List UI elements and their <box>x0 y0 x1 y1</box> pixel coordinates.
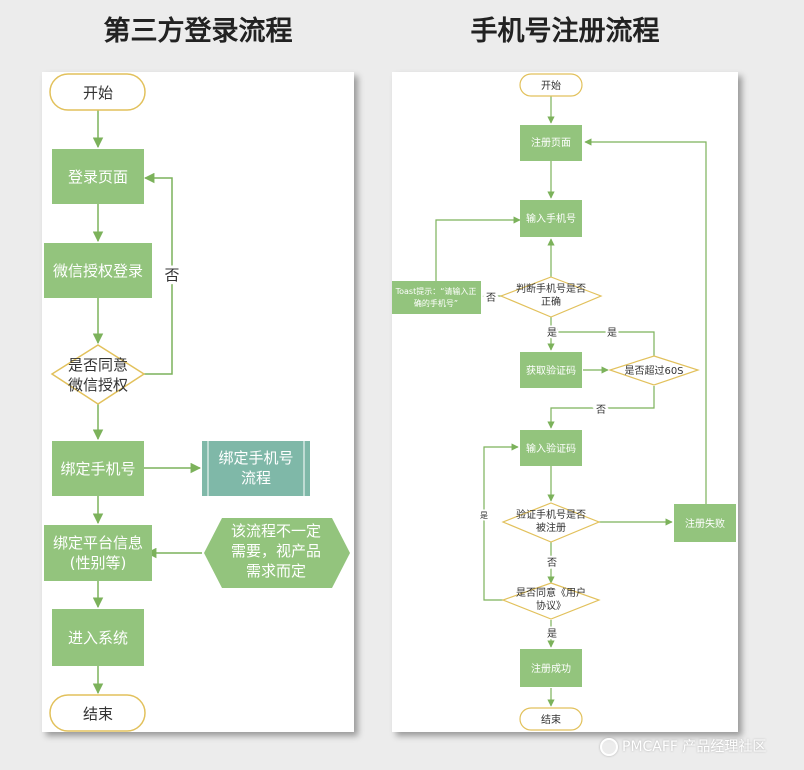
r-node-check-phone <box>499 276 603 318</box>
r-node-agree-line2: 协议》 <box>536 599 566 612</box>
r-node-register-fail <box>674 504 736 542</box>
r-edge-fail-reg <box>584 138 707 504</box>
label-no: 否 <box>164 266 179 284</box>
r-node-check-line1: 判断手机号是否 <box>516 282 586 295</box>
r-node-over-60s <box>608 355 700 386</box>
node-note-line1: 该流程不一定 <box>231 522 321 540</box>
r-node-verify-line1: 验证手机号是否 <box>516 508 586 521</box>
r-node-toast-line2: 确的手机号” <box>414 298 458 308</box>
r-edge-60s-yes <box>550 328 655 357</box>
r-node-end <box>519 707 583 731</box>
r-node-toast <box>392 281 481 314</box>
node-note-hexagon <box>204 518 350 588</box>
r-edge-toast-input <box>435 216 521 281</box>
r-node-over-60s-label: 是否超过60S <box>624 364 683 377</box>
r-node-agree <box>501 582 601 620</box>
right-flow-svg: 开始 注册页面 输入手机号 判断手机号是否 正确 Toast提示：“请输入正 确… <box>392 73 736 731</box>
r-label-no-2: 否 <box>596 404 606 416</box>
r-node-start <box>519 73 583 97</box>
node-end <box>49 694 146 732</box>
r-node-register-page-label: 注册页面 <box>531 136 571 149</box>
left-flow-svg: 开始 登录页面 微信授权登录 是否同意 微信授权 否 绑定手机号 绑定手机号 流… <box>44 73 350 732</box>
r-node-register-success-label: 注册成功 <box>531 662 571 675</box>
node-bind-flow-line2: 流程 <box>241 469 271 487</box>
r-node-toast-line1: Toast提示：“请输入正 <box>395 286 477 296</box>
watermark: PMCAFF 产品经理社区 <box>600 736 800 758</box>
third-party-login-flowchart: 开始 登录页面 微信授权登录 是否同意 微信授权 否 绑定手机号 绑定手机号 流… <box>42 72 354 732</box>
r-node-start-label: 开始 <box>541 79 561 92</box>
r-edge-agree-loop <box>483 443 519 601</box>
r-node-input-code <box>520 430 582 466</box>
node-enter-system-label: 进入系统 <box>68 629 128 647</box>
node-agree-decision <box>50 344 146 405</box>
r-node-input-phone <box>520 200 582 237</box>
r-node-end-label: 结束 <box>541 713 561 726</box>
r-node-get-code <box>520 352 582 388</box>
node-start-label: 开始 <box>83 84 113 102</box>
r-node-register-page <box>520 125 582 161</box>
r-label-yes-1: 是 <box>547 327 557 339</box>
node-bind-platform-line1: 绑定平台信息 <box>53 534 143 552</box>
node-wechat-auth-label: 微信授权登录 <box>53 262 143 280</box>
r-label-no-3: 否 <box>547 557 557 569</box>
node-wechat-auth <box>44 243 152 298</box>
node-agree-line1: 是否同意 <box>68 356 128 374</box>
node-note-line2: 需要，视产品 <box>231 542 321 560</box>
node-enter-system <box>52 609 144 666</box>
r-node-verify <box>501 502 601 543</box>
r-label-yes-4: 是 <box>547 628 557 640</box>
node-bind-phone-label: 绑定手机号 <box>60 460 135 478</box>
phone-register-flowchart: 开始 注册页面 输入手机号 判断手机号是否 正确 Toast提示：“请输入正 确… <box>392 72 738 732</box>
node-end-label: 结束 <box>83 705 113 723</box>
r-label-yes-3: 是 <box>480 511 488 520</box>
node-agree-line2: 微信授权 <box>68 376 128 394</box>
node-login-page <box>52 149 144 204</box>
r-node-input-code-label: 输入验证码 <box>526 442 576 455</box>
r-label-yes-2: 是 <box>607 327 617 339</box>
node-bind-phone-flow <box>202 441 310 496</box>
r-node-get-code-label: 获取验证码 <box>526 364 576 377</box>
r-node-agree-line1: 是否同意《用户 <box>516 586 586 599</box>
node-note-line3: 需求而定 <box>246 562 306 580</box>
title-third-party-login: 第三方登录流程 <box>103 16 293 47</box>
r-label-no-1: 否 <box>486 292 496 304</box>
node-bind-platform-line2: (性别等) <box>70 554 127 572</box>
node-bind-flow-line1: 绑定手机号 <box>218 449 293 467</box>
node-login-page-label: 登录页面 <box>68 168 128 186</box>
node-start <box>49 73 146 111</box>
edge-agree-no-loop <box>143 172 173 375</box>
r-node-register-success <box>520 649 582 687</box>
r-edge-60s-no <box>547 386 655 429</box>
node-bind-platform <box>44 525 152 581</box>
title-phone-register: 手机号注册流程 <box>470 16 660 47</box>
r-node-check-line2: 正确 <box>541 295 561 308</box>
node-bind-phone <box>52 441 144 496</box>
r-node-register-fail-label: 注册失败 <box>685 517 725 530</box>
watermark-text: PMCAFF 产品经理社区 <box>622 739 767 755</box>
r-node-verify-line2: 被注册 <box>536 521 566 534</box>
pmcaff-logo-icon <box>600 738 618 756</box>
r-node-input-phone-label: 输入手机号 <box>526 212 576 225</box>
